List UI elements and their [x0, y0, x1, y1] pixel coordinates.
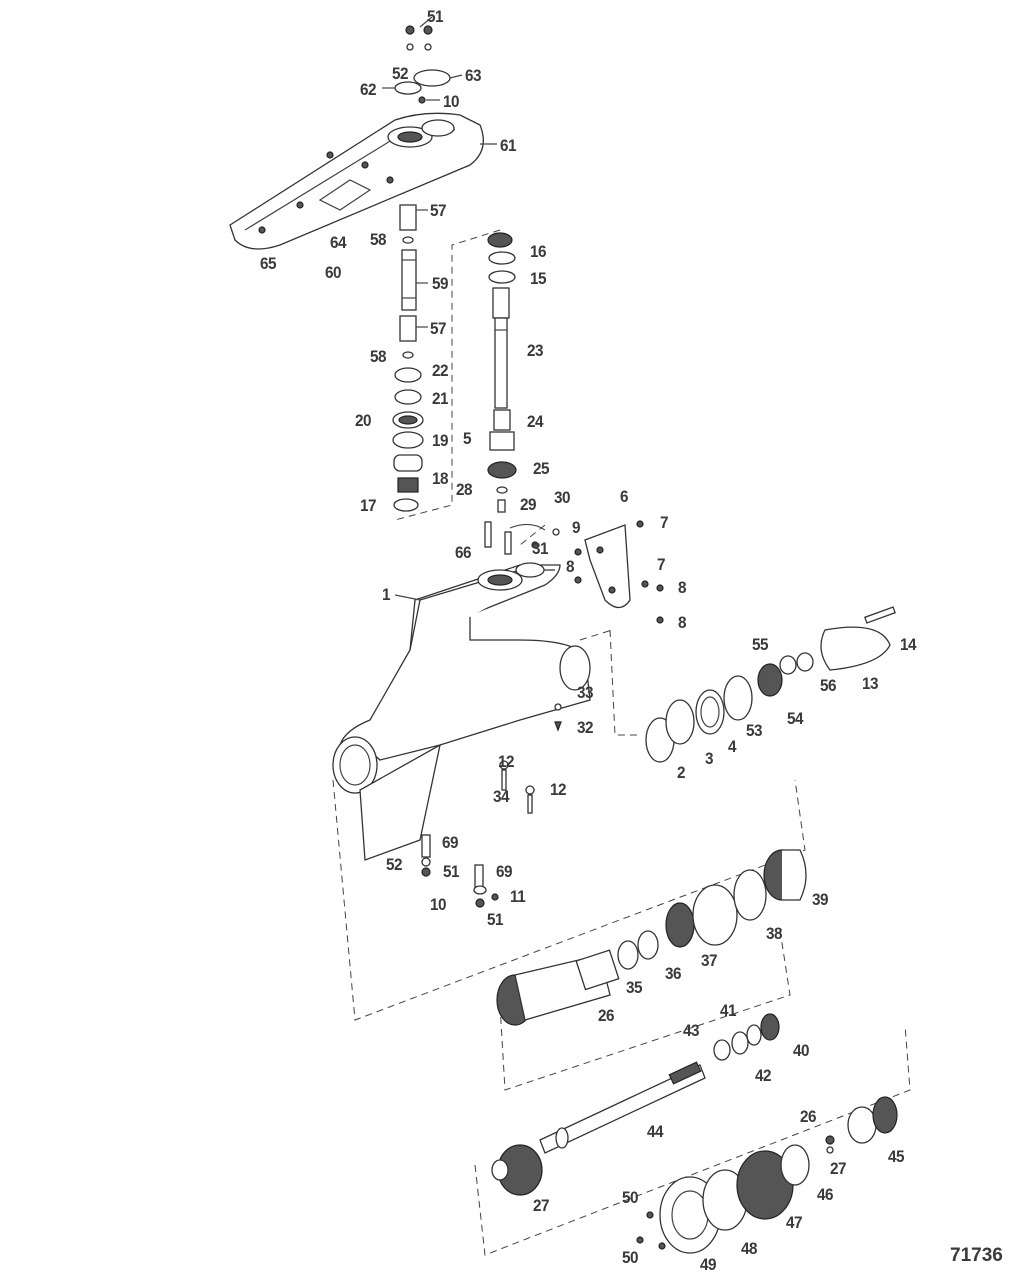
callout-15: 15	[530, 269, 547, 288]
cover-plate-61	[229, 112, 497, 250]
callout-62: 62	[360, 80, 377, 99]
callout-63: 63	[465, 66, 482, 85]
callout-60: 60	[325, 263, 342, 282]
callout-42: 42	[755, 1066, 772, 1085]
callout-10: 10	[443, 92, 460, 111]
callout-18: 18	[432, 469, 449, 488]
top-hardware	[382, 16, 463, 104]
callout-8: 8	[566, 557, 575, 576]
callout-49: 49	[700, 1255, 717, 1274]
driveshaft-parts-left	[392, 204, 428, 512]
callout-30: 30	[554, 488, 571, 507]
callout-26b: 26	[800, 1107, 817, 1126]
callout-7b: 7	[657, 555, 666, 574]
callout-53: 53	[746, 721, 763, 740]
callout-69b: 69	[496, 862, 513, 881]
callout-50b: 50	[622, 1248, 639, 1267]
callout-10b: 10	[430, 895, 447, 914]
callout-36: 36	[665, 964, 682, 983]
callout-8c: 8	[678, 613, 687, 632]
callout-12b: 12	[550, 780, 567, 799]
callout-41: 41	[720, 1001, 737, 1020]
callout-22: 22	[432, 361, 449, 380]
callout-3: 3	[705, 749, 714, 768]
callout-4: 4	[728, 737, 737, 756]
callout-51c: 51	[487, 910, 504, 929]
callout-16: 16	[530, 242, 547, 261]
callout-54: 54	[787, 709, 804, 728]
dashed-group-outlines	[332, 229, 911, 1256]
shaft-spacer-group	[713, 1013, 780, 1061]
callout-27: 27	[533, 1196, 550, 1215]
trim-tab-6	[584, 524, 631, 609]
gear-shaft-group	[496, 849, 807, 1026]
callout-13: 13	[862, 674, 879, 693]
propeller-shaft-44	[539, 1061, 706, 1154]
bottom-gear-group	[491, 1096, 898, 1254]
callout-52b: 52	[386, 855, 403, 874]
callout-28: 28	[456, 480, 473, 499]
callout-56: 56	[820, 676, 837, 695]
callout-25: 25	[533, 459, 550, 478]
callout-40: 40	[793, 1041, 810, 1060]
callout-48: 48	[741, 1239, 758, 1258]
callout-44: 44	[647, 1122, 664, 1141]
callout-34: 34	[493, 787, 510, 806]
callout-59: 59	[432, 274, 449, 293]
callout-9: 9	[572, 518, 581, 537]
callout-43: 43	[683, 1021, 700, 1040]
callout-55: 55	[752, 635, 769, 654]
callout-12: 12	[498, 752, 515, 771]
callout-37: 37	[701, 951, 718, 970]
callout-45: 45	[888, 1147, 905, 1166]
callout-52: 52	[392, 64, 409, 83]
callout-26: 26	[598, 1006, 615, 1025]
callout-66: 66	[455, 543, 472, 562]
callout-8b: 8	[678, 578, 687, 597]
gear-housing-1	[332, 562, 591, 861]
callout-39: 39	[812, 890, 829, 909]
callout-14: 14	[900, 635, 917, 654]
callout-20: 20	[355, 411, 372, 430]
callout-7: 7	[660, 513, 669, 532]
callout-57: 57	[430, 201, 447, 220]
callout-21: 21	[432, 389, 449, 408]
callout-32: 32	[577, 718, 594, 737]
pins-hardware	[421, 520, 664, 908]
callout-65: 65	[260, 254, 277, 273]
callout-35: 35	[626, 978, 643, 997]
callout-2: 2	[677, 763, 686, 782]
callout-27b: 27	[830, 1159, 847, 1178]
callout-1: 1	[382, 585, 391, 604]
callout-23: 23	[527, 341, 544, 360]
callout-61: 61	[500, 136, 517, 155]
pinion-shaft-parts	[487, 232, 517, 513]
callout-29: 29	[520, 495, 537, 514]
callout-64: 64	[330, 233, 347, 252]
callout-11: 11	[510, 887, 526, 906]
prop-hub-group	[645, 606, 896, 763]
callout-38: 38	[766, 924, 783, 943]
callout-46: 46	[817, 1185, 834, 1204]
callout-58: 58	[370, 230, 387, 249]
callout-51: 51	[427, 7, 444, 26]
callout-6: 6	[620, 487, 629, 506]
callout-24: 24	[527, 412, 544, 431]
callout-5: 5	[463, 429, 472, 448]
callout-50: 50	[622, 1188, 639, 1207]
callout-17: 17	[360, 496, 377, 515]
callout-31: 31	[532, 539, 549, 558]
figure-number: 71736	[950, 1245, 1003, 1266]
callout-47: 47	[786, 1213, 803, 1232]
callout-33: 33	[577, 683, 594, 702]
callout-57b: 57	[430, 319, 447, 338]
callout-19: 19	[432, 431, 449, 450]
callout-58b: 58	[370, 347, 387, 366]
callout-51b: 51	[443, 862, 460, 881]
callout-69: 69	[442, 833, 459, 852]
